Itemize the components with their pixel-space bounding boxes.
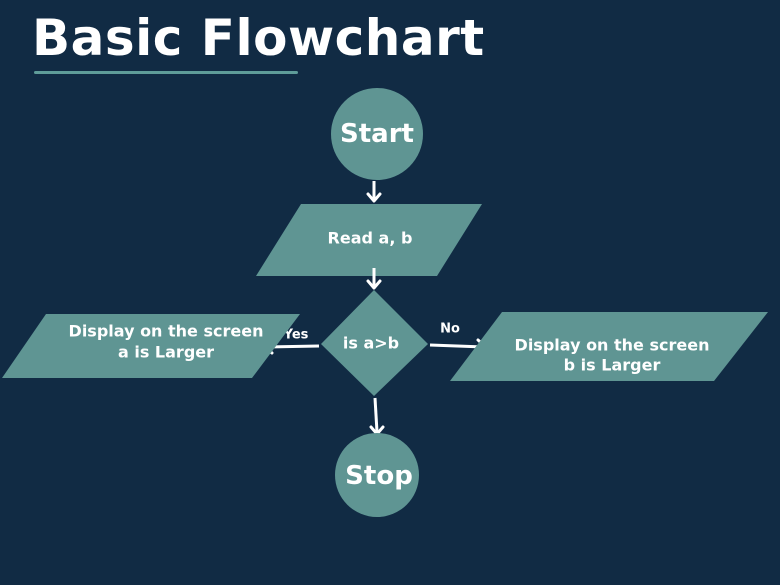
read-node: Read a, b <box>256 204 482 276</box>
output-a-line1: Display on the screen <box>69 322 264 341</box>
read-label: Read a, b <box>328 229 413 248</box>
page-title: Basic Flowchart <box>32 9 485 67</box>
title-underline <box>34 71 298 74</box>
start-circle <box>331 88 423 180</box>
stop-circle <box>335 433 419 517</box>
arrow-read-to-decision <box>366 268 382 290</box>
arrow-read-to-decision-head <box>366 279 382 290</box>
no-label: No <box>440 322 460 337</box>
output-a-parallelogram <box>2 314 300 378</box>
output-b-parallelogram <box>450 312 768 381</box>
decision-label: is a>b <box>343 334 399 353</box>
stop-node: Stop <box>335 433 419 517</box>
arrow-start-to-read-head <box>366 192 382 203</box>
output-a-node: Display on the screen a is Larger <box>2 314 300 378</box>
decision-diamond <box>321 290 428 396</box>
arrow-decision-to-stop <box>369 397 385 436</box>
stop-label: Stop <box>345 461 413 491</box>
arrow-no-shaft <box>429 343 485 349</box>
arrow-decision-to-stop-shaft <box>373 397 379 433</box>
output-a-line2: a is Larger <box>118 343 214 362</box>
read-parallelogram <box>256 204 482 276</box>
output-b-line1: Display on the screen <box>515 336 710 355</box>
start-node: Start <box>331 88 423 180</box>
arrow-start-to-read <box>366 181 382 203</box>
output-b-line2: b is Larger <box>564 356 661 375</box>
yes-label: Yes <box>283 328 309 343</box>
start-label: Start <box>340 119 414 149</box>
output-b-node: Display on the screen b is Larger <box>450 312 768 381</box>
decision-node: is a>b <box>321 290 428 396</box>
